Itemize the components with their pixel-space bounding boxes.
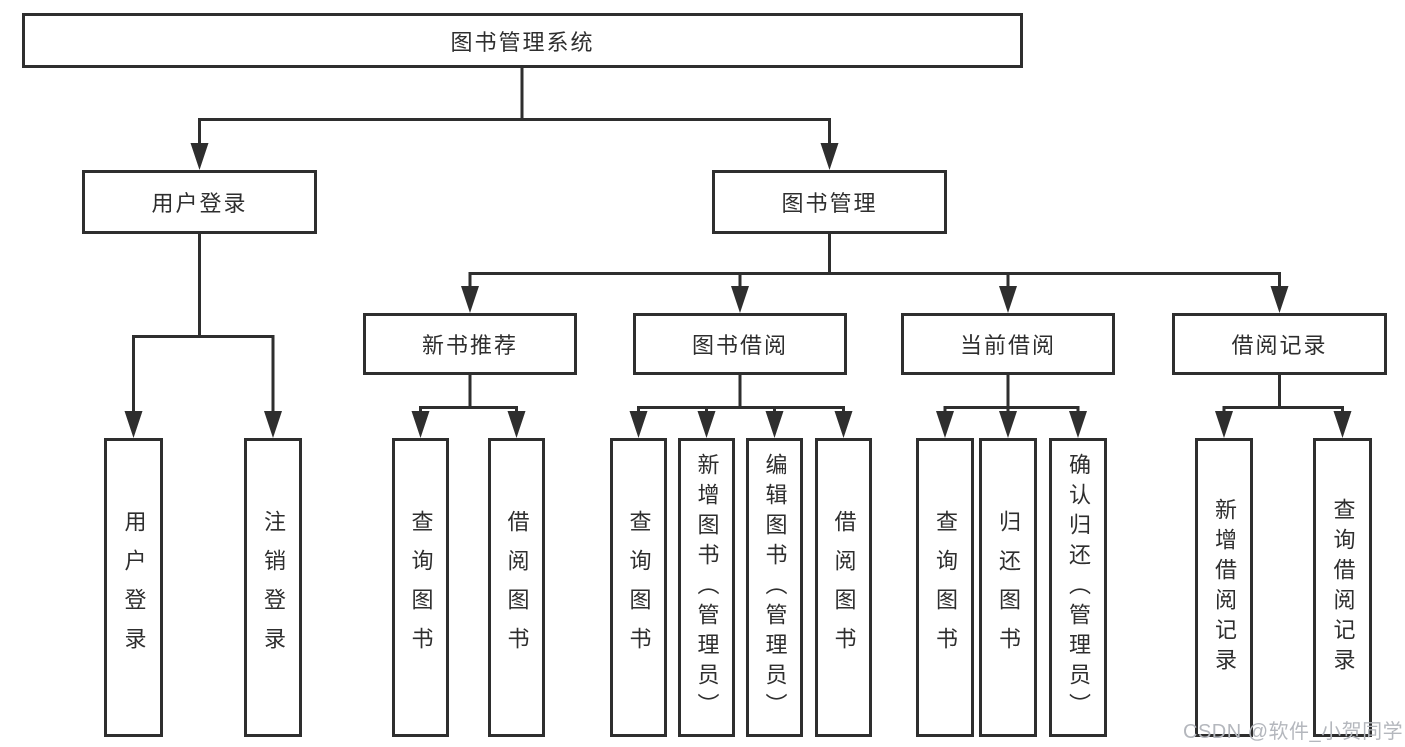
- node-user-login: 用户登录: [82, 170, 317, 234]
- node-current-borrow: 当前借阅: [901, 313, 1115, 375]
- leaf-add-book-admin: 新增图书（管理员）: [678, 438, 735, 737]
- leaf-query-book-3-label: 查询图书: [933, 509, 958, 666]
- leaf-confirm-return-admin-label: 确认归还（管理员）: [1066, 452, 1091, 723]
- node-book-management: 图书管理: [712, 170, 947, 234]
- leaf-confirm-return-admin: 确认归还（管理员）: [1049, 438, 1107, 737]
- node-book-management-label: 图书管理: [781, 191, 878, 216]
- leaf-edit-book-admin: 编辑图书（管理员）: [746, 438, 803, 737]
- node-new-book-recommend-label: 新书推荐: [421, 333, 518, 358]
- node-book-borrow: 图书借阅: [633, 313, 847, 375]
- node-current-borrow-label: 当前借阅: [959, 333, 1056, 358]
- leaf-borrow-book-2: 借阅图书: [815, 438, 872, 737]
- leaf-query-book-2: 查询图书: [610, 438, 667, 737]
- leaf-return-book-label: 归还图书: [996, 509, 1021, 666]
- leaf-query-book-2-label: 查询图书: [626, 509, 652, 666]
- leaf-add-book-admin-label: 新增图书（管理员）: [694, 452, 720, 723]
- leaf-logout: 注销登录: [244, 438, 302, 737]
- leaf-add-borrow-record-label: 新增借阅记录: [1212, 497, 1237, 678]
- node-book-borrow-label: 图书借阅: [691, 333, 788, 358]
- node-root-label: 图书管理系统: [450, 29, 595, 55]
- node-borrow-record: 借阅记录: [1172, 313, 1387, 375]
- leaf-return-book: 归还图书: [979, 438, 1037, 737]
- leaf-query-book-1: 查询图书: [392, 438, 449, 737]
- leaf-query-book-1-label: 查询图书: [408, 509, 434, 666]
- leaf-edit-book-admin-label: 编辑图书（管理员）: [762, 452, 788, 723]
- leaf-user-login-label: 用户登录: [121, 509, 147, 666]
- leaf-query-borrow-record: 查询借阅记录: [1313, 438, 1372, 737]
- csdn-watermark: CSDN @软件_小贺同学: [1183, 721, 1404, 743]
- leaf-query-book-3: 查询图书: [916, 438, 974, 737]
- leaf-query-borrow-record-label: 查询借阅记录: [1330, 497, 1356, 678]
- leaf-borrow-book-2-label: 借阅图书: [831, 509, 857, 666]
- node-borrow-record-label: 借阅记录: [1231, 333, 1328, 358]
- leaf-add-borrow-record: 新增借阅记录: [1195, 438, 1253, 737]
- leaf-borrow-book-1-label: 借阅图书: [504, 509, 530, 666]
- leaf-user-login: 用户登录: [104, 438, 163, 737]
- leaf-borrow-book-1: 借阅图书: [488, 438, 545, 737]
- node-user-login-label: 用户登录: [151, 191, 248, 216]
- node-root: 图书管理系统: [22, 13, 1023, 68]
- leaf-logout-label: 注销登录: [261, 509, 286, 666]
- node-new-book-recommend: 新书推荐: [363, 313, 577, 375]
